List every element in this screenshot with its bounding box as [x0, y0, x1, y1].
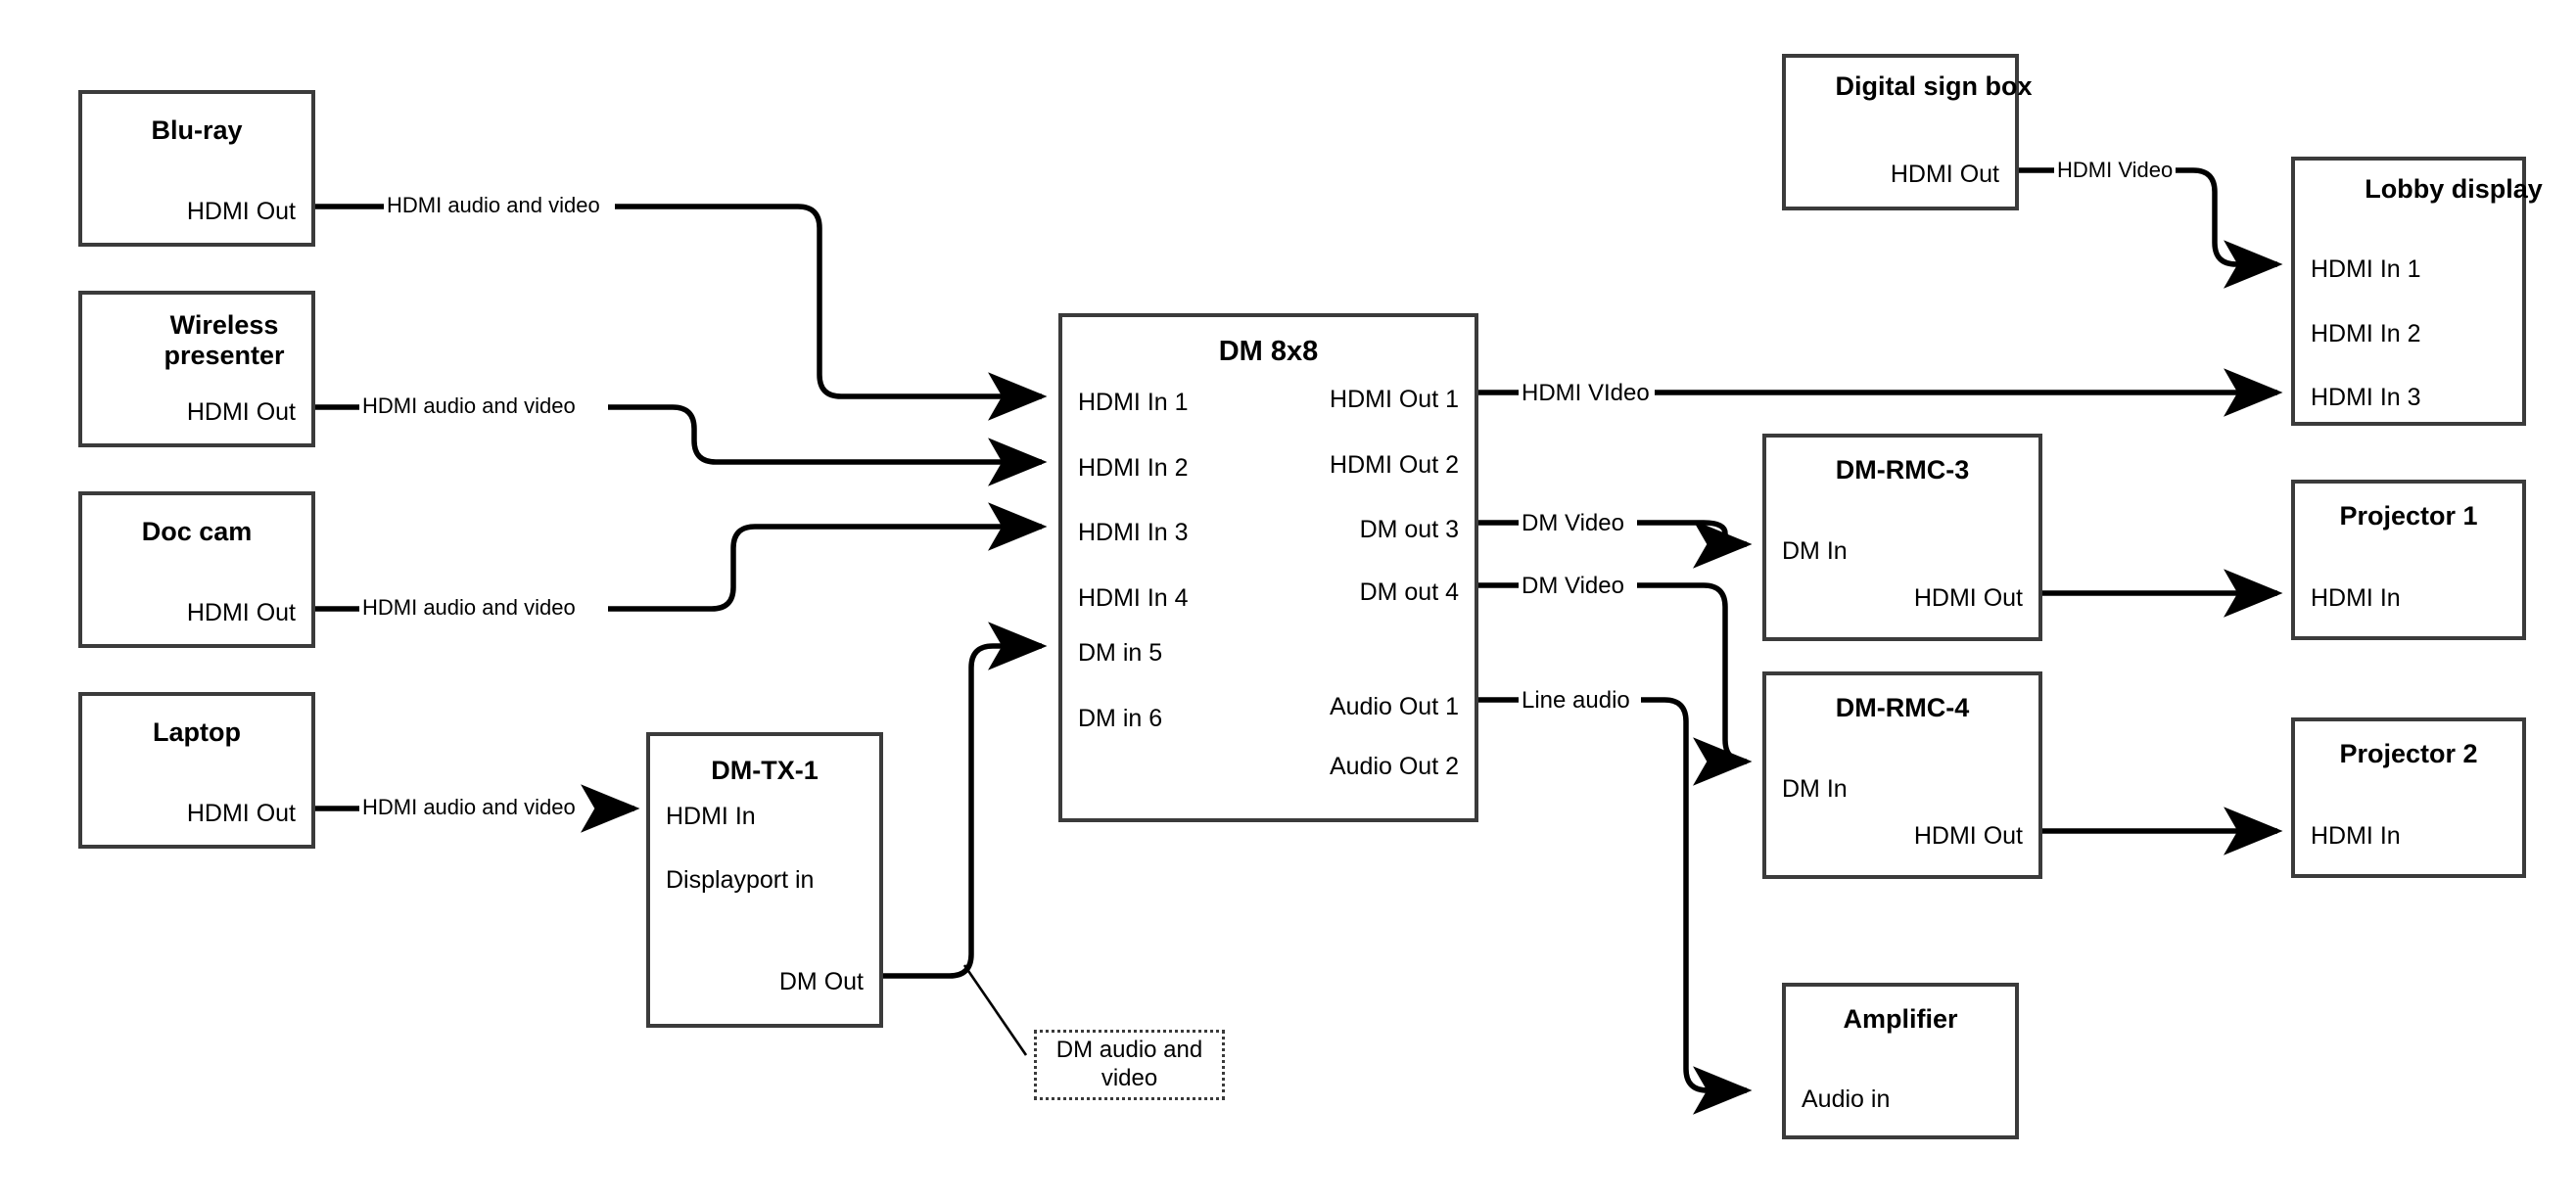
node-dm-8x8-input-dm-in-5[interactable]: DM in 5 [1078, 639, 1163, 667]
wire-sign-to-lobby [2169, 167, 2283, 289]
node-projector-1-port-hdmi-in[interactable]: HDMI In [2311, 584, 2401, 612]
node-dm-rmc-4[interactable]: DM-RMC-4 DM In HDMI Out [1762, 671, 2042, 879]
node-dm-8x8-output-dm-out-4[interactable]: DM out 4 [1359, 578, 1459, 606]
node-bluray[interactable]: Blu-ray HDMI Out [78, 90, 315, 247]
node-dm-rmc-4-port-hdmi-out[interactable]: HDMI Out [1913, 822, 2023, 850]
wire-label-audio-out-1: Line audio [1519, 689, 1633, 713]
node-projector-2-port-hdmi-in[interactable]: HDMI In [2311, 822, 2401, 850]
node-projector-1-title: Projector 1 [2339, 501, 2478, 531]
wire-wireless-to-dm8x8 [608, 404, 1048, 486]
node-dm-8x8-input-hdmi-in-2[interactable]: HDMI In 2 [1078, 454, 1189, 482]
wire-dm8x8-to-rmc4 [1637, 582, 1753, 786]
wire-dm8x8-to-rmc3 [1637, 520, 1753, 569]
node-amplifier[interactable]: Amplifier Audio in [1782, 983, 2019, 1139]
node-lobby-display[interactable]: Lobby display HDMI In 1 HDMI In 2 HDMI I… [2291, 157, 2543, 426]
node-dm-tx-1-title: DM-TX-1 [711, 756, 819, 785]
node-dm-tx-1-port-hdmi-in[interactable]: HDMI In [666, 803, 756, 830]
node-dm-8x8-output-dm-out-3[interactable]: DM out 3 [1359, 516, 1459, 543]
node-dm-8x8-output-audio-out-2[interactable]: Audio Out 2 [1329, 753, 1459, 780]
node-laptop[interactable]: Laptop HDMI Out [78, 692, 315, 849]
wire-dmtx1-to-dm8x8 [883, 622, 1048, 979]
node-dm-rmc-3-port-dm-in[interactable]: DM In [1782, 537, 1848, 565]
node-laptop-title: Laptop [153, 717, 241, 747]
node-projector-2-title: Projector 2 [2339, 739, 2478, 768]
annotation-dm-audio-and-video: DM audio and video [1034, 1030, 1225, 1100]
wire-label-dm-out-4: DM Video [1519, 575, 1627, 598]
node-wireless-presenter-port-hdmi-out[interactable]: HDMI Out [186, 398, 296, 426]
node-dm-rmc-3-port-hdmi-out[interactable]: HDMI Out [1913, 584, 2023, 612]
node-digital-sign-box-title: Digital sign box [1835, 71, 2033, 101]
node-dm-rmc-4-port-dm-in[interactable]: DM In [1782, 775, 1848, 803]
node-projector-1[interactable]: Projector 1 HDMI In [2291, 480, 2526, 640]
node-bluray-title: Blu-ray [151, 115, 243, 145]
node-laptop-port-hdmi-out[interactable]: HDMI Out [186, 800, 296, 827]
node-dm-8x8-input-dm-in-6[interactable]: DM in 6 [1078, 705, 1163, 732]
node-dm-8x8-output-hdmi-out-1[interactable]: HDMI Out 1 [1330, 386, 1459, 413]
wire-dm8x8-to-amplifier [1641, 697, 1753, 1115]
node-dm-tx-1[interactable]: DM-TX-1 HDMI In Displayport in DM Out [646, 732, 883, 1028]
wire-label-dm-out-3: DM Video [1519, 512, 1627, 535]
wire-bluray-to-dm8x8 [615, 204, 1048, 421]
node-dm-tx-1-port-dm-out[interactable]: DM Out [778, 968, 864, 995]
wire-label-bluray-to-dm8x8: HDMI audio and video [384, 195, 603, 216]
node-wireless-presenter-title: Wireless presenter [164, 310, 285, 371]
node-dm-tx-1-port-displayport-in[interactable]: Displayport in [666, 866, 815, 894]
node-lobby-display-title: Lobby display [2365, 174, 2543, 204]
node-dm-rmc-3-title: DM-RMC-3 [1835, 455, 1970, 485]
node-lobby-display-input-hdmi-in-3[interactable]: HDMI In 3 [2311, 384, 2421, 411]
wire-label-wireless-to-dm8x8: HDMI audio and video [359, 395, 579, 417]
node-lobby-display-input-hdmi-in-2[interactable]: HDMI In 2 [2311, 320, 2421, 347]
node-amplifier-port-audio-in[interactable]: Audio in [1802, 1086, 1891, 1113]
node-dm-8x8[interactable]: DM 8x8 HDMI In 1 HDMI In 2 HDMI In 3 HDM… [1058, 313, 1478, 822]
node-dm-8x8-input-hdmi-in-1[interactable]: HDMI In 1 [1078, 389, 1189, 416]
node-dm-8x8-output-audio-out-1[interactable]: Audio Out 1 [1329, 693, 1459, 720]
wire-annotation-leader [962, 964, 1028, 1056]
node-bluray-port-hdmi-out[interactable]: HDMI Out [186, 198, 296, 225]
wire-label-laptop-to-dmtx1: HDMI audio and video [359, 797, 579, 818]
node-dm-rmc-3[interactable]: DM-RMC-3 DM In HDMI Out [1762, 434, 2042, 641]
wire-label-doccam-to-dm8x8: HDMI audio and video [359, 597, 579, 619]
node-doc-cam[interactable]: Doc cam HDMI Out [78, 491, 315, 648]
node-digital-sign-box[interactable]: Digital sign box HDMI Out [1782, 54, 2033, 210]
node-projector-2[interactable]: Projector 2 HDMI In [2291, 717, 2526, 878]
node-dm-8x8-title: DM 8x8 [1218, 336, 1319, 367]
wire-label-sign-to-lobby: HDMI Video [2054, 160, 2177, 181]
node-dm-8x8-output-hdmi-out-2[interactable]: HDMI Out 2 [1330, 451, 1459, 479]
node-dm-8x8-input-hdmi-in-4[interactable]: HDMI In 4 [1078, 584, 1189, 612]
node-wireless-presenter[interactable]: Wireless presenter HDMI Out [78, 291, 315, 447]
node-amplifier-title: Amplifier [1843, 1004, 1958, 1034]
node-dm-rmc-4-title: DM-RMC-4 [1835, 693, 1970, 722]
node-lobby-display-input-hdmi-in-1[interactable]: HDMI In 1 [2311, 255, 2421, 283]
wire-doccam-to-dm8x8 [608, 502, 1048, 612]
node-doc-cam-port-hdmi-out[interactable]: HDMI Out [186, 599, 296, 626]
node-digital-sign-box-port-hdmi-out[interactable]: HDMI Out [1890, 161, 1999, 188]
wire-label-hdmi-out-1: HDMI VIdeo [1519, 382, 1653, 405]
node-doc-cam-title: Doc cam [141, 517, 253, 546]
node-dm-8x8-input-hdmi-in-3[interactable]: HDMI In 3 [1078, 519, 1189, 546]
